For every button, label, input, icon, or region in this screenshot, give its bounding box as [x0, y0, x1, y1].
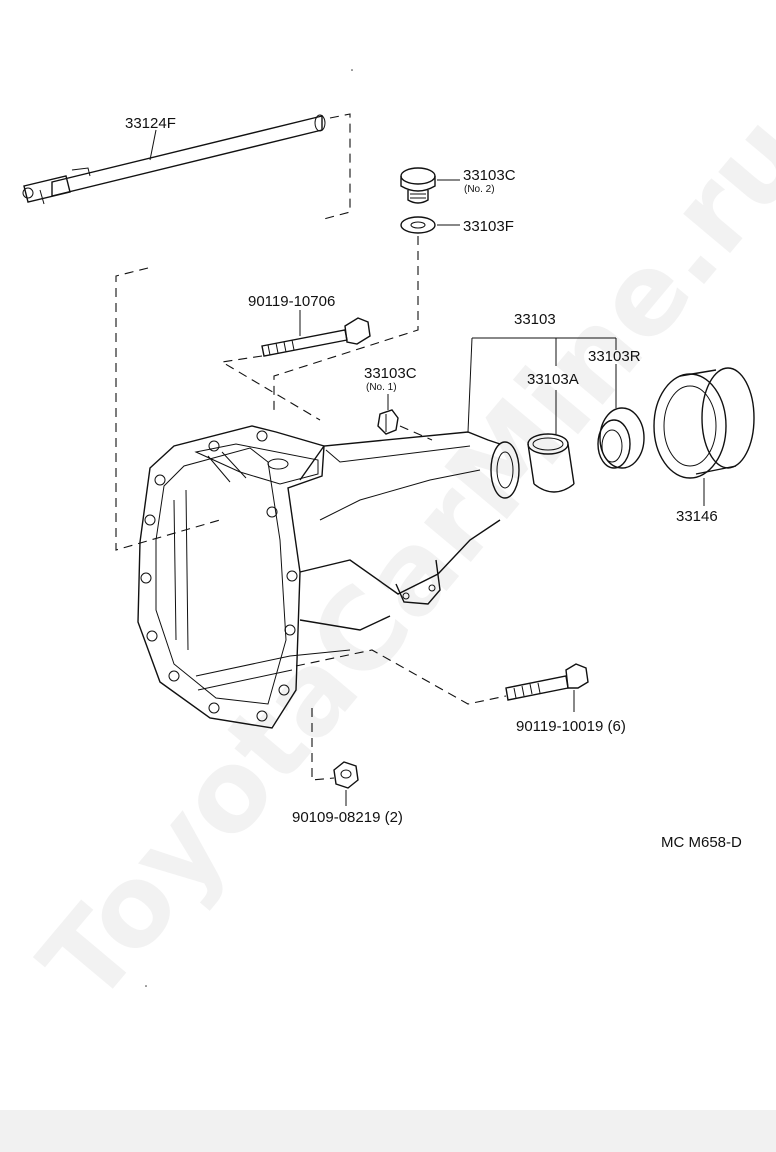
label-33103C-no2-note: (No. 2): [464, 184, 495, 195]
drain-plug-no1-part[interactable]: [377, 409, 399, 435]
label-90119-10706: 90119-10706: [248, 293, 335, 310]
label-33124F: 33124F: [125, 115, 176, 132]
label-90109-08219: 90109-08219 (2): [292, 809, 403, 826]
label-33103: 33103: [514, 311, 556, 328]
dash-gasket: [273, 236, 419, 410]
label-33103C-no1: 33103C: [364, 365, 417, 382]
label-33103C-no1-note: (No. 1): [366, 382, 397, 393]
dash-rod-upper: [319, 113, 351, 221]
scan-speck: [145, 985, 147, 987]
exploded-parts-diagram: ToyotaCarMine.ru 33124F 33103C (No. 2) 3…: [16, 69, 776, 1028]
leader-rod: [149, 129, 157, 161]
assembly-bracket: [467, 337, 617, 434]
label-90119-10019: 90119-10019 (6): [516, 718, 626, 735]
label-33103A: 33103A: [527, 371, 579, 388]
nut-part[interactable]: [333, 761, 359, 789]
extension-housing-part[interactable]: [137, 425, 520, 729]
label-33103F: 33103F: [463, 218, 514, 235]
dash-rod-lower: [115, 267, 221, 551]
oil-seal-part[interactable]: [597, 407, 645, 469]
bolt-long-part[interactable]: [261, 317, 371, 357]
shift-rod-part[interactable]: [22, 114, 326, 205]
gasket-part[interactable]: [400, 216, 436, 234]
watermark: ToyotaCarMine.ru: [16, 91, 776, 1028]
diagram-sheet: ToyotaCarMine.ru 33124F 33103C (No. 2) 3…: [0, 0, 776, 1110]
diagram-code: MC M658-D: [661, 834, 742, 851]
bushing-part[interactable]: [527, 433, 575, 493]
scan-speck: [351, 69, 353, 71]
label-33146: 33146: [676, 508, 718, 525]
dash-bolt-lower: [295, 649, 507, 705]
label-33103R: 33103R: [588, 348, 641, 365]
dust-cover-part[interactable]: [653, 367, 755, 479]
dash-nut: [311, 708, 335, 781]
drain-plug-no2-part[interactable]: [400, 167, 436, 204]
bolt-lower-part[interactable]: [505, 663, 589, 701]
label-33103C-no2: 33103C: [463, 167, 516, 184]
dash-plug-no1: [399, 425, 433, 441]
